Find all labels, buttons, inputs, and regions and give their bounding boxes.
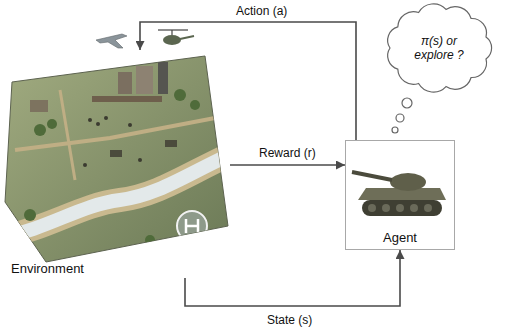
edge-label: Reward (r) <box>257 146 318 160</box>
connector <box>140 22 356 140</box>
node-label: π(s) or explore ? <box>407 34 471 62</box>
tank-icon <box>352 172 446 216</box>
cloud-shape <box>388 4 492 92</box>
helicopter-icon <box>158 30 194 45</box>
connector <box>185 250 400 306</box>
battlefield-map <box>0 56 240 262</box>
agent-box: Agent <box>345 140 455 250</box>
node-label: Agent <box>383 230 417 245</box>
jet-icon <box>96 34 127 48</box>
node-label: Environment <box>11 261 84 276</box>
edge-label: Action (a) <box>234 4 289 18</box>
thought-bubble: π(s) or explore ? <box>383 2 495 94</box>
connector <box>230 164 345 166</box>
environment-panel: Environment <box>5 50 230 278</box>
thought-dots <box>392 98 412 133</box>
edge-label: State (s) <box>265 313 314 327</box>
